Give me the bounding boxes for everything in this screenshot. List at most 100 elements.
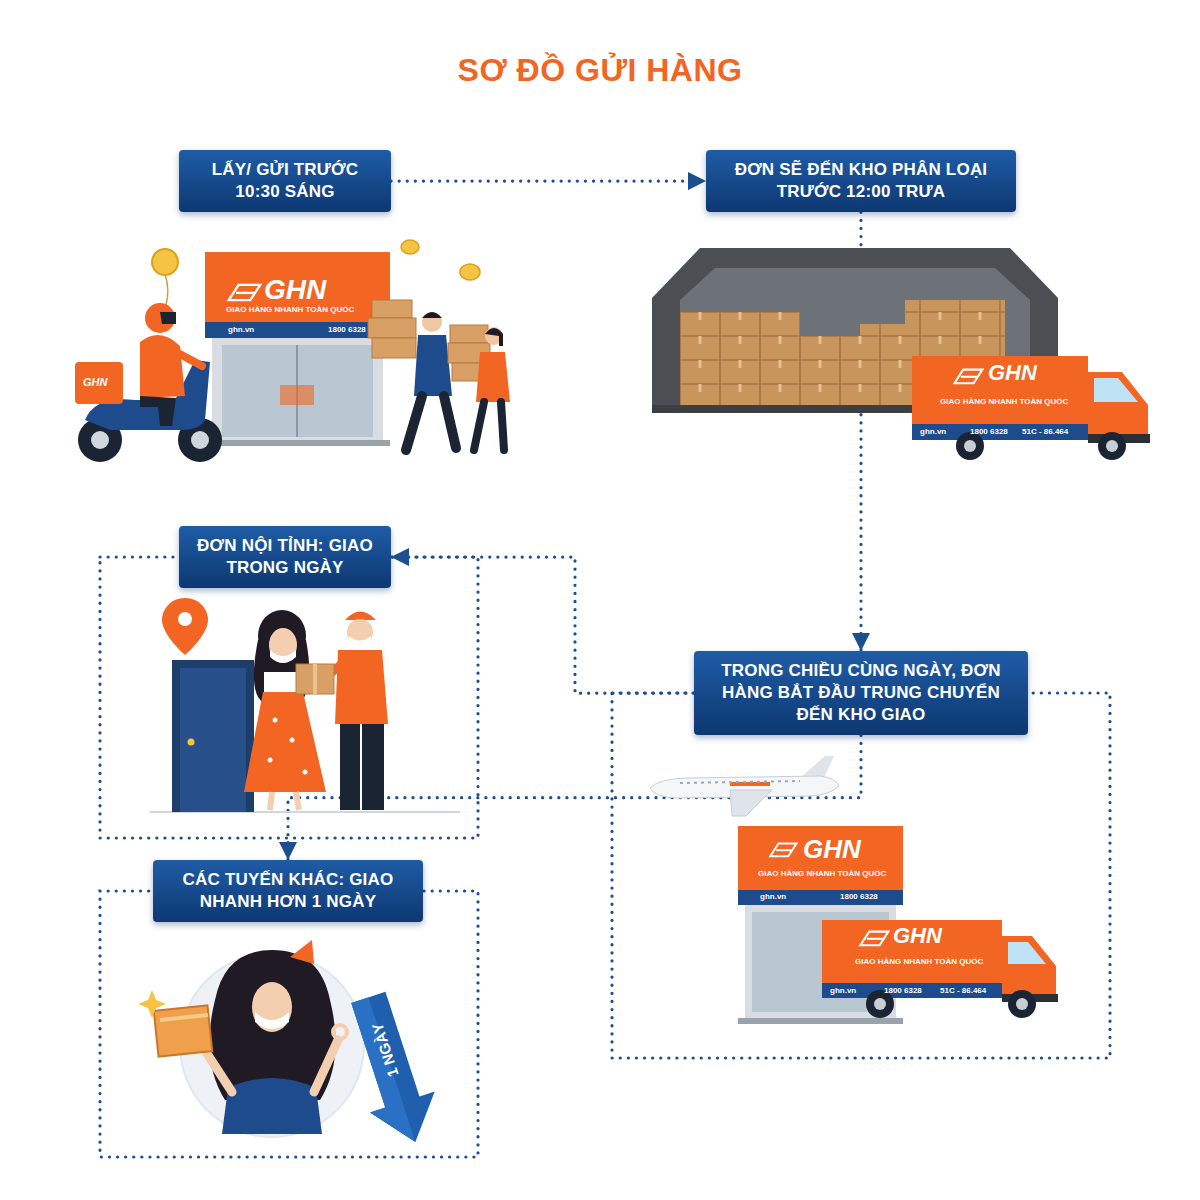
courier-figure xyxy=(296,664,334,694)
delivery-scooter xyxy=(75,362,123,404)
truck xyxy=(1106,440,1118,452)
customer-portrait xyxy=(154,1005,213,1056)
step-label: LẤY/ GỬI TRƯỚC 10:30 SÁNG xyxy=(179,150,391,212)
customer-figure xyxy=(414,335,452,396)
truck xyxy=(874,998,886,1010)
tagline-text: GIAO HÀNG NHANH TOÀN QUỐC xyxy=(758,870,886,878)
customer-figure xyxy=(372,300,412,318)
step-label: ĐƠN SẼ ĐẾN KHO PHÂN LOẠI TRƯỚC 12:00 TRƯ… xyxy=(706,150,1016,212)
customer-figure xyxy=(270,792,299,810)
location-pin xyxy=(178,612,192,626)
shop-front xyxy=(770,844,796,857)
truck xyxy=(860,932,888,946)
phone-number: 1800 6328 xyxy=(328,326,366,334)
website-text: ghn.vn xyxy=(228,326,254,334)
truck xyxy=(822,920,1058,1018)
warehouse xyxy=(680,312,800,408)
customer-figure xyxy=(270,650,296,663)
location-pin xyxy=(162,598,208,655)
customer-figure xyxy=(474,402,504,450)
logo-text: GHN xyxy=(83,377,107,388)
customer-figure xyxy=(450,325,488,343)
customer-figure xyxy=(269,628,297,662)
phone-number: 1800 6328 xyxy=(884,987,922,995)
shop-front xyxy=(222,345,373,437)
step-label: TRONG CHIỀU CÙNG NGÀY, ĐƠN HÀNG BẮT ĐẦU … xyxy=(694,651,1028,735)
delivery-scooter xyxy=(191,431,209,449)
coin-icon xyxy=(460,264,480,280)
dotted-frame xyxy=(100,557,1110,1157)
truck xyxy=(964,440,976,452)
customer-figure xyxy=(244,610,326,810)
step-text: TRONG CHIỀU CÙNG NGÀY, ĐƠN HÀNG BẮT ĐẦU … xyxy=(708,660,1014,726)
truck xyxy=(912,356,1150,460)
flow-arrow xyxy=(391,179,706,182)
direction-arrow xyxy=(336,987,448,1153)
delivery-scooter xyxy=(75,303,222,462)
flow-arrow xyxy=(391,557,694,693)
customer-figure xyxy=(273,718,278,723)
license-plate: 51C - 86.464 xyxy=(1022,428,1068,436)
dotted-frame xyxy=(612,693,1110,1058)
step-text: CÁC TUYẾN KHÁC: GIAO NHANH HƠN 1 NGÀY xyxy=(167,869,409,913)
page-title: SƠ ĐỒ GỬI HÀNG xyxy=(0,52,1200,89)
shop-front xyxy=(205,440,390,446)
phone-number: 1800 6328 xyxy=(970,428,1008,436)
customer-portrait xyxy=(206,1052,232,1092)
license-plate: 51C - 86.464 xyxy=(940,987,986,995)
delivery-scooter xyxy=(140,396,176,426)
door xyxy=(188,739,195,746)
shop-front xyxy=(738,890,903,905)
customer-figure xyxy=(368,300,510,450)
website-text: ghn.vn xyxy=(920,428,946,436)
customer-portrait xyxy=(138,940,364,1137)
customer-figure xyxy=(372,338,416,358)
delivery-scooter xyxy=(176,352,202,366)
customer-figure xyxy=(258,610,306,662)
courier-figure xyxy=(349,636,371,647)
customer-figure xyxy=(476,352,510,402)
step-text: ĐƠN SẼ ĐẾN KHO PHÂN LOẠI TRƯỚC 12:00 TRƯ… xyxy=(720,159,1002,203)
customer-portrait xyxy=(138,990,166,1018)
dotted-frame xyxy=(100,557,478,838)
truck xyxy=(1088,372,1148,440)
customer-portrait xyxy=(255,1012,289,1029)
truck xyxy=(822,920,1002,985)
shop-front xyxy=(280,385,314,405)
airplane xyxy=(650,756,839,816)
warehouse xyxy=(800,336,860,408)
coin-icon xyxy=(152,249,178,275)
logo-text: GHN xyxy=(264,276,326,304)
delivery-scooter xyxy=(160,312,176,324)
customer-figure xyxy=(268,758,273,763)
courier-figure xyxy=(296,612,388,811)
customer-figure xyxy=(406,396,456,450)
airplane xyxy=(730,790,772,816)
door xyxy=(150,660,460,812)
customer-portrait xyxy=(160,1015,208,1020)
warehouse xyxy=(860,324,905,408)
truck xyxy=(956,432,984,460)
customer-portrait xyxy=(314,1040,338,1092)
delivery-scooter xyxy=(91,431,109,449)
truck xyxy=(912,356,1088,426)
airplane xyxy=(680,781,800,783)
step-label: CÁC TUYẾN KHÁC: GIAO NHANH HƠN 1 NGÀY xyxy=(153,860,423,922)
customer-portrait xyxy=(290,940,314,964)
logo-text: GHN xyxy=(988,362,1037,384)
location-pin xyxy=(162,598,208,655)
customer-portrait xyxy=(222,1078,322,1134)
coin-icon xyxy=(401,240,419,254)
shop-front xyxy=(205,252,390,322)
logo-text: GHN xyxy=(893,925,942,947)
courier-figure xyxy=(340,724,360,810)
customer-figure xyxy=(368,318,416,338)
step-label: ĐƠN NỘI TỈNH: GIAO TRONG NGÀY xyxy=(179,526,391,588)
truck xyxy=(1008,990,1036,1018)
delivery-scooter xyxy=(140,335,185,398)
direction-arrow xyxy=(336,987,448,1153)
direction-arrow xyxy=(336,997,415,1152)
door xyxy=(172,660,254,812)
customer-figure xyxy=(422,312,442,332)
courier-figure xyxy=(313,664,317,694)
